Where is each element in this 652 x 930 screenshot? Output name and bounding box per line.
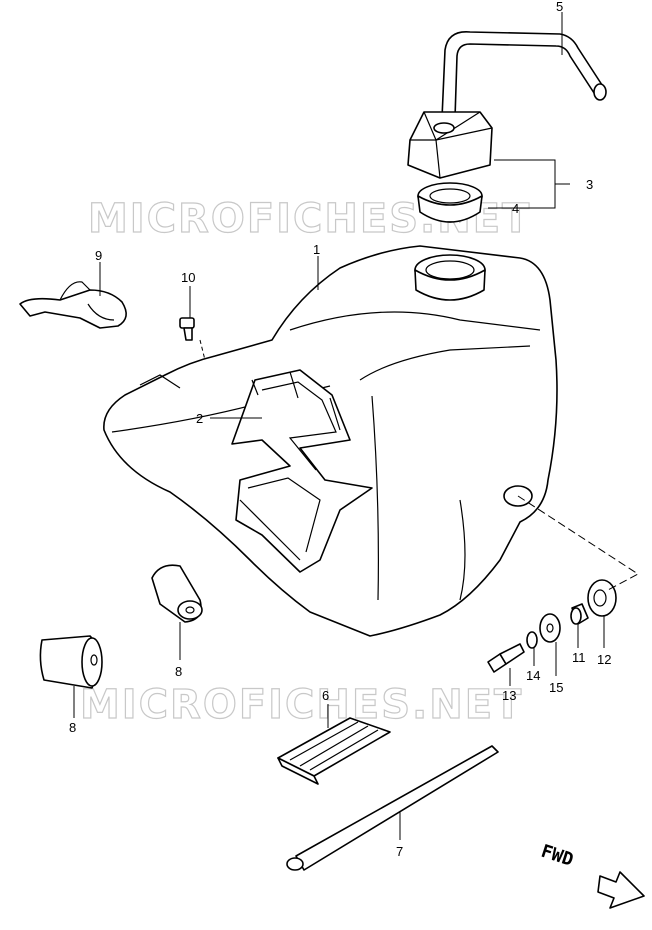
part-screw	[179, 317, 195, 341]
callout-14: 14	[526, 668, 540, 683]
part-cushion-lower	[39, 635, 103, 689]
callout-8-lower: 8	[69, 720, 76, 735]
part-pads	[277, 717, 391, 785]
fwd-indicator: FWD	[538, 841, 645, 909]
part-emblem	[231, 369, 373, 573]
callout-10: 10	[181, 270, 195, 285]
callout-2: 2	[196, 411, 203, 426]
callout-13: 13	[502, 688, 516, 703]
part-hose	[441, 31, 607, 119]
fwd-arrow-icon	[597, 871, 645, 909]
part-bracket	[19, 281, 127, 329]
part-band	[286, 745, 499, 871]
part-grommet	[587, 579, 617, 617]
leader-lines	[73, 12, 639, 840]
callout-6: 6	[322, 688, 329, 703]
part-collar	[539, 613, 561, 643]
callout-9: 9	[95, 248, 102, 263]
part-bolt	[487, 643, 525, 673]
fwd-label: FWD	[538, 841, 576, 871]
part-cushion-upper	[151, 564, 203, 623]
callout-12: 12	[597, 652, 611, 667]
part-washer	[526, 631, 538, 649]
part-fuel-cap	[407, 111, 493, 179]
callout-8-upper: 8	[175, 664, 182, 679]
callout-5: 5	[556, 0, 563, 14]
callout-3: 3	[586, 177, 593, 192]
callout-15: 15	[549, 680, 563, 695]
watermark-bottom: MICROFICHES.NET	[80, 682, 523, 728]
part-spacer	[570, 603, 589, 625]
callout-11: 11	[572, 650, 586, 665]
callout-7: 7	[396, 844, 403, 859]
callout-4: 4	[512, 201, 519, 216]
part-gasket	[417, 182, 483, 223]
callout-1: 1	[313, 242, 320, 257]
